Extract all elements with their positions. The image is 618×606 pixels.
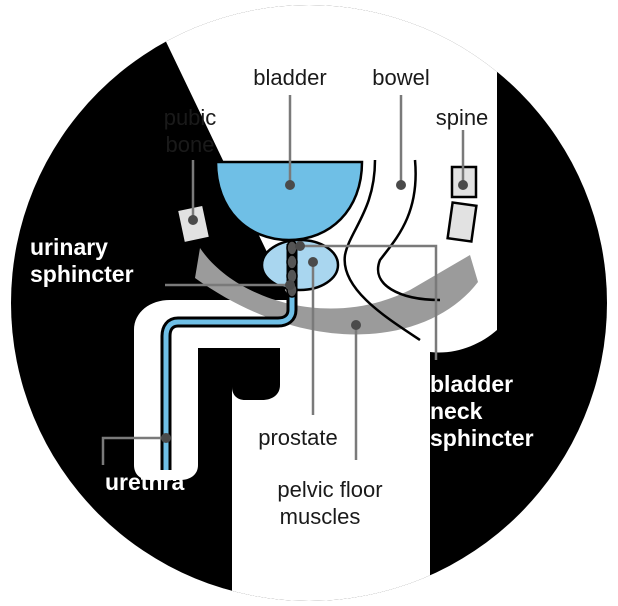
leg-notch — [232, 348, 280, 400]
label-urethra: urethra — [105, 469, 184, 495]
label-prostate: prostate — [258, 425, 338, 450]
label-pubic-bone-line1: pubic — [164, 105, 217, 130]
label-pelvic-floor-line1: pelvic floor — [277, 477, 382, 502]
label-bladder: bladder — [253, 65, 326, 90]
label-spine: spine — [436, 105, 489, 130]
label-urinary-sphincter-line2: sphincter — [30, 261, 134, 287]
label-bladder-neck-line3: sphincter — [430, 425, 534, 451]
spine-segment-2 — [448, 203, 477, 242]
label-pelvic-floor-line2: muscles — [280, 504, 361, 529]
label-pubic-bone-line2: bone — [166, 132, 215, 157]
label-bladder-neck-line1: bladder — [430, 371, 513, 397]
label-bladder-neck-line2: neck — [430, 398, 483, 424]
label-urinary-sphincter-line1: urinary — [30, 234, 108, 260]
label-bowel: bowel — [372, 65, 429, 90]
